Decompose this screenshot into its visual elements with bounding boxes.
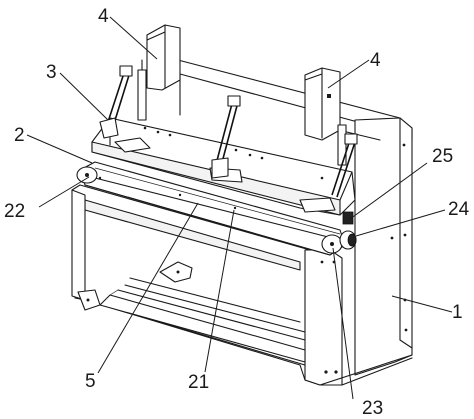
callout-5: 5 (85, 371, 96, 392)
machine-frame (71, 59, 413, 386)
linkage-arms (99, 65, 358, 198)
callout-4b: 4 (370, 50, 381, 71)
callout-labels: 1 2 3 4 4 5 21 22 23 24 25 (4, 6, 470, 419)
conveyor-belt (76, 161, 357, 256)
callout-23: 23 (362, 398, 383, 419)
callout-21: 21 (188, 372, 209, 393)
callout-22: 22 (4, 201, 25, 222)
right-side-panel (354, 117, 413, 376)
callout-1: 1 (452, 302, 463, 323)
callout-3: 3 (46, 62, 57, 83)
cylinder-right (304, 67, 347, 166)
callout-2: 2 (14, 125, 25, 146)
callout-25: 25 (432, 146, 453, 167)
leader-lines (26, 16, 453, 400)
callout-24: 24 (448, 199, 470, 220)
cylinder-left (137, 24, 181, 121)
callout-4a: 4 (98, 6, 109, 27)
